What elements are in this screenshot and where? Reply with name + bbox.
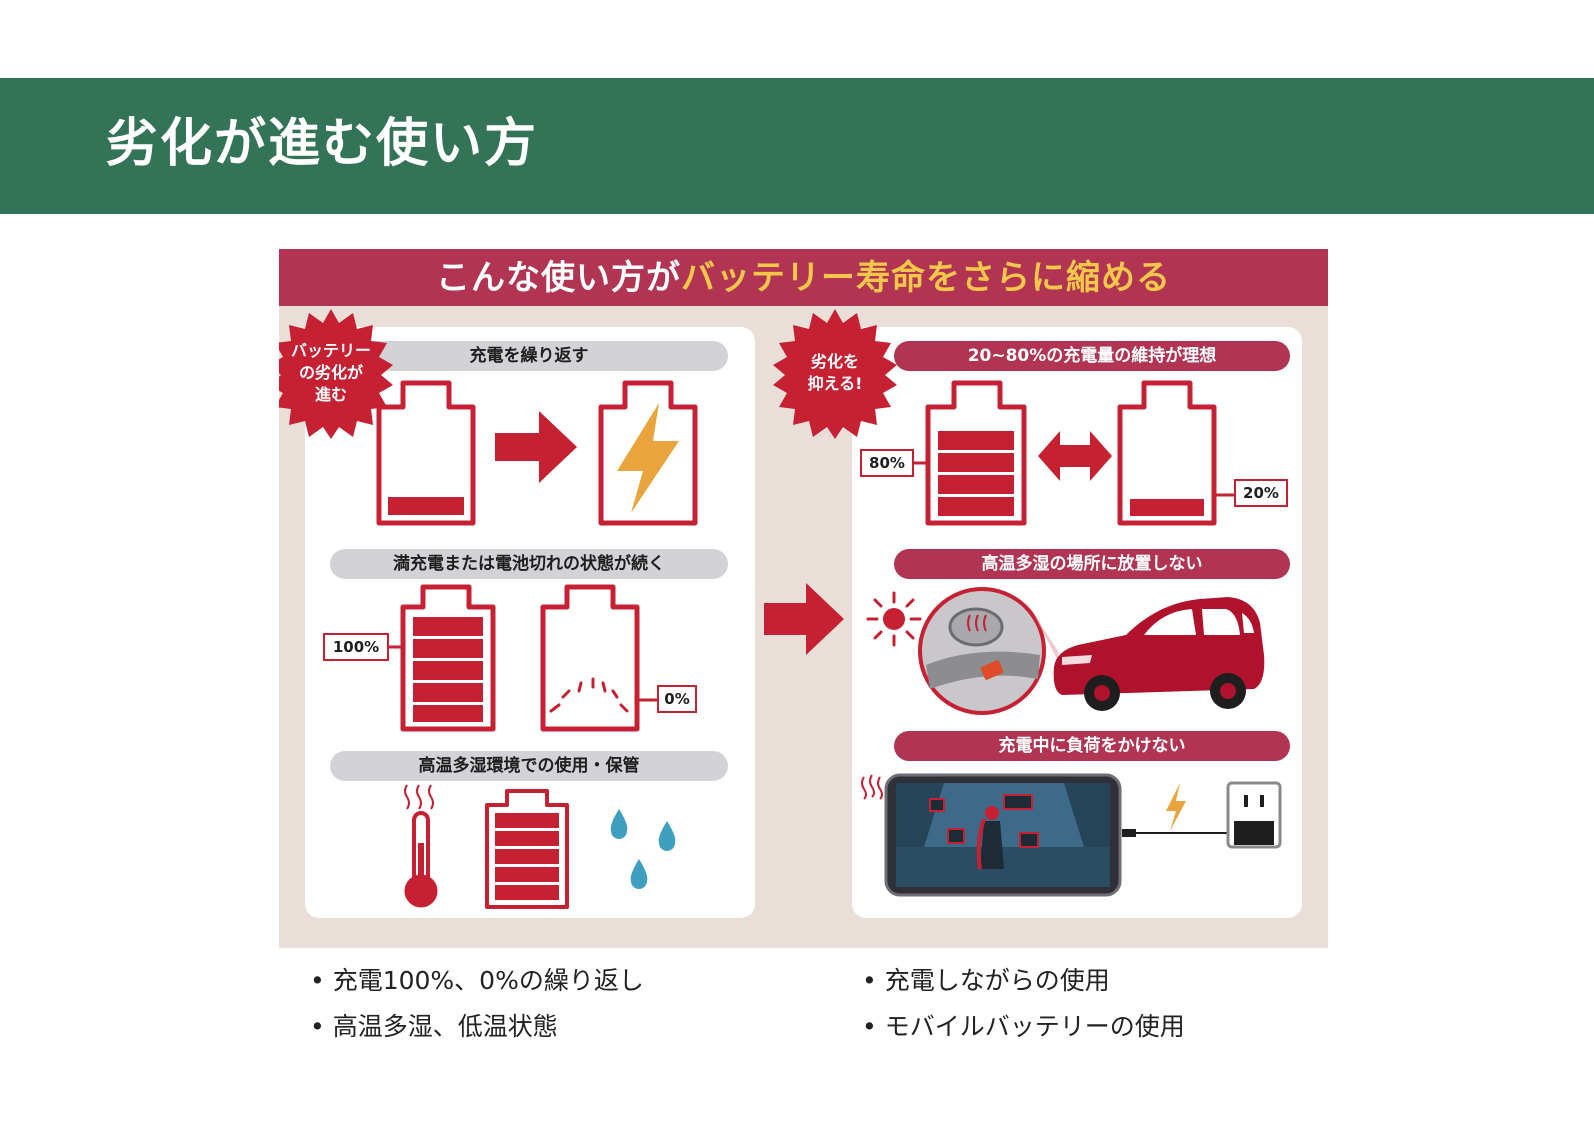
low-battery-icon — [376, 380, 476, 526]
section-label-recharge: 充電を繰り返す — [330, 341, 728, 371]
ideal-low-tag: 20% — [1234, 479, 1288, 507]
section-label-no-load: 充電中に負荷をかけない — [894, 731, 1290, 761]
thermometer-icon — [404, 784, 438, 908]
arrow-right-icon — [495, 411, 577, 483]
charging-battery-icon — [598, 380, 698, 526]
section-label-humid: 高温多湿環境での使用・保管 — [330, 751, 728, 781]
section-label-full-empty: 満充電または電池切れの状態が続く — [330, 549, 728, 579]
arrow-right-icon — [764, 583, 844, 655]
bullet-item: 高温多湿、低温状態 — [310, 1004, 644, 1050]
suppress-badge: 劣化を 抑える! — [769, 307, 901, 439]
empty-battery-icon — [540, 584, 640, 732]
section-label-no-heat: 高温多湿の場所に放置しない — [894, 549, 1290, 579]
empty-tag-connector — [637, 698, 659, 702]
full-charge-tag: 100% — [323, 633, 389, 661]
charging-cable-icon — [1122, 829, 1232, 837]
heat-waves-icon — [861, 774, 883, 800]
stored-battery-icon — [485, 789, 569, 909]
ideal-low-battery-icon — [1117, 380, 1234, 526]
degradation-badge: バッテリー の劣化が 進む — [279, 307, 397, 439]
bullet-item: 充電しながらの使用 — [862, 958, 1185, 1004]
badge-line: の劣化が — [298, 363, 363, 382]
right-panel: 20~80%の充電量の維持が理想 80% 20% 高温多湿の場所に放置しない — [852, 327, 1302, 918]
bullet-list-right: 充電しながらの使用 モバイルバッテリーの使用 — [862, 958, 1185, 1050]
infographic-title: こんな使い方がバッテリー寿命をさらに縮める — [279, 255, 1328, 301]
ideal-high-tag: 80% — [860, 449, 914, 477]
badge-line: 劣化を — [810, 352, 859, 371]
bullet-item: 充電100%、0%の繰り返し — [310, 958, 644, 1004]
infographic-title-highlight: バッテリー寿命をさらに縮める — [681, 258, 1171, 298]
car-interior-magnifier-icon — [918, 587, 1046, 715]
header-band — [0, 78, 1594, 214]
page-title: 劣化が進む使い方 — [106, 114, 539, 174]
degradation-badge-text: バッテリー の劣化が 進む — [279, 340, 397, 406]
section-label-ideal-range: 20~80%の充電量の維持が理想 — [894, 341, 1290, 371]
starburst-icon — [279, 309, 393, 439]
infographic-title-bar — [279, 249, 1328, 306]
bullet-list-left: 充電100%、0%の繰り返し 高温多湿、低温状態 — [310, 958, 644, 1050]
infographic: こんな使い方がバッテリー寿命をさらに縮める 充電を繰り返す 満充電または電池切れ… — [279, 249, 1328, 948]
badge-line: バッテリー — [290, 341, 371, 360]
power-outlet-icon — [1226, 781, 1282, 849]
infographic-title-plain: こんな使い方が — [436, 258, 681, 298]
empty-charge-tag: 0% — [657, 685, 697, 713]
starburst-icon — [773, 309, 897, 439]
sun-icon — [866, 591, 922, 647]
bullet-item: モバイルバッテリーの使用 — [862, 1004, 1185, 1050]
double-arrow-icon — [1038, 431, 1112, 481]
lightning-icon — [1166, 783, 1186, 831]
car-icon — [1032, 597, 1265, 711]
suppress-badge-text: 劣化を 抑える! — [769, 351, 901, 395]
ideal-high-battery-icon — [914, 380, 1027, 526]
badge-line: 抑える! — [807, 374, 863, 393]
phone-gaming-icon — [884, 773, 1122, 897]
water-droplets-icon — [610, 809, 676, 889]
badge-line: 進む — [314, 385, 347, 404]
left-panel: 充電を繰り返す 満充電または電池切れの状態が続く 100% — [305, 327, 755, 918]
full-battery-icon — [389, 584, 496, 732]
